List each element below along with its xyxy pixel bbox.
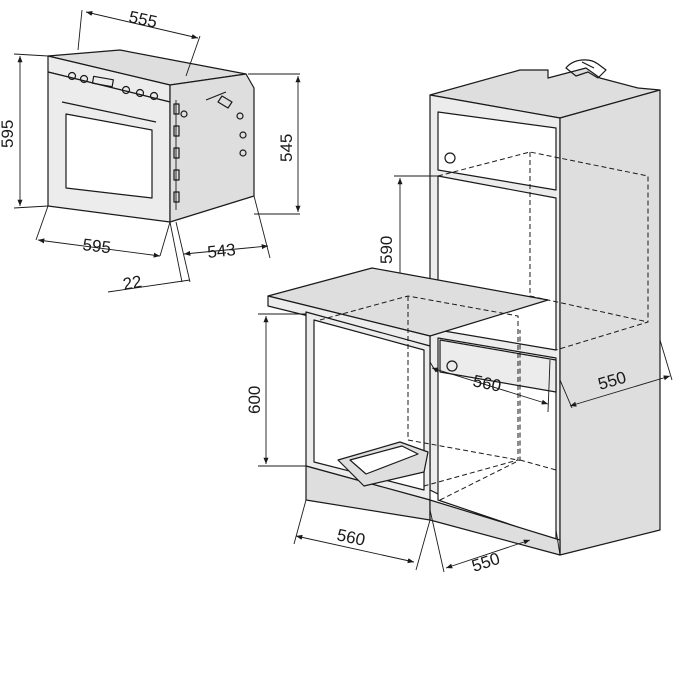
undercounter-floor-hole [349, 445, 419, 475]
dim-label-oven-door-offset: 22 [121, 272, 143, 294]
dim-label-column-niche-height: 590 [377, 236, 396, 264]
dim-line-undercounter-depth [445, 539, 531, 569]
oven-side-features [173, 91, 247, 210]
oven-window [65, 113, 153, 199]
dim-label-undercounter-width: 560 [335, 525, 367, 549]
dim-line-undercounter-width [295, 534, 415, 564]
oven-extension-lines [13, 9, 300, 283]
dim-line-oven-width [37, 238, 161, 258]
dim-label-oven-side-height: 545 [277, 134, 296, 162]
dim-line-column-niche-depth [569, 375, 671, 407]
oven-handle [61, 101, 157, 123]
oven-drawing: 555 595 545 595 543 22 [0, 7, 301, 294]
dim-label-oven-top-depth: 555 [127, 7, 159, 31]
column-cabinet-drawing: 590 560 550 [377, 59, 673, 556]
undercounter-cabinet-drawing: 600 560 550 [245, 267, 561, 576]
oven-side [169, 73, 255, 223]
dim-label-oven-body-depth: 543 [206, 240, 236, 262]
dim-label-undercounter-depth: 550 [469, 549, 502, 576]
dim-line-column-niche-width [431, 367, 549, 405]
dim-line-oven-body-depth [183, 244, 269, 256]
dim-label-oven-width: 595 [82, 235, 112, 257]
dim-line-oven-top-depth [85, 10, 199, 40]
fan-symbol [565, 59, 607, 79]
column-upper-box [437, 111, 557, 191]
dim-label-oven-height: 595 [0, 120, 17, 148]
dim-label-undercounter-height: 600 [245, 386, 264, 414]
column-side [559, 89, 661, 556]
column-upper-knob [444, 152, 456, 164]
oven-knobs [67, 71, 159, 101]
undercounter-niche-dashes [319, 295, 519, 487]
dim-line-oven-door-offset [107, 279, 191, 293]
